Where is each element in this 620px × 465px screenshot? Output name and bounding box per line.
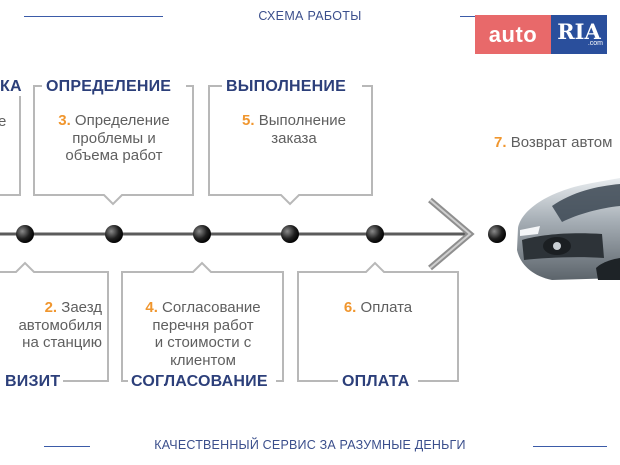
top-bracket-3 (208, 85, 373, 206)
stage-text-3: 3. Определение проблемы и объема работ (58, 112, 170, 164)
footer-slogan: КАЧЕСТВЕННЫЙ СЕРВИС ЗА РАЗУМНЫЕ ДЕНЬГИ (154, 438, 466, 452)
page-title: СХЕМА РАБОТЫ (258, 9, 362, 23)
autoria-logo: auto RIA .com (475, 15, 607, 54)
timeline-dot-6 (488, 225, 506, 243)
car-icon (517, 178, 620, 280)
timeline-dot-3 (193, 225, 211, 243)
stage-text-2: 2. Заезд автомобиля на станцию (18, 299, 102, 351)
stage-label-2: ВИЗИТ (2, 373, 64, 391)
logo-com-part: .com (587, 40, 603, 47)
stage-text-6: 6. Оплата (343, 299, 413, 316)
step-number-5: 5. (242, 112, 255, 129)
step-number-3: 3. (58, 112, 71, 129)
stage-label-4: СОГЛАСОВАНИЕ (128, 373, 271, 391)
step-number-6: 6. (343, 299, 357, 316)
footer-rule-left (44, 446, 90, 447)
top-bracket-2 (33, 85, 194, 206)
bottom-bracket-2 (121, 261, 284, 382)
stage-text-1: е (0, 113, 7, 130)
timeline-dot-4 (281, 225, 299, 243)
stage-text-7: 7. Возврат автом (494, 134, 613, 151)
stage-text-5: 5. Выполнение заказа (242, 112, 346, 147)
step-number-2: 2. (44, 299, 58, 316)
logo-ria-part: RIA (551, 15, 607, 54)
stage-label-3: ОПРЕДЕЛЕНИЕ (43, 78, 175, 96)
step-number-4: 4. (145, 299, 158, 316)
logo-auto-part: auto (475, 15, 551, 54)
stage-text-4: 4. Согласование перечня работ и стоимост… (145, 299, 261, 369)
timeline-dot-1 (16, 225, 34, 243)
stage-label-6: ОПЛАТА (339, 373, 413, 391)
bottom-bracket-3 (297, 261, 459, 382)
header-rule-right (460, 16, 478, 17)
timeline-dots (16, 225, 506, 243)
top-bracket-1 (0, 85, 21, 196)
footer-rule-right (533, 446, 607, 447)
stage-label-5: ВЫПОЛНЕНИЕ (223, 78, 349, 96)
step-number-7: 7. (494, 134, 507, 151)
timeline-dot-2 (105, 225, 123, 243)
stage-label-1: КА (0, 78, 25, 96)
timeline-dot-5 (366, 225, 384, 243)
header-rule-left (24, 16, 163, 17)
bottom-bracket-1 (0, 261, 109, 382)
